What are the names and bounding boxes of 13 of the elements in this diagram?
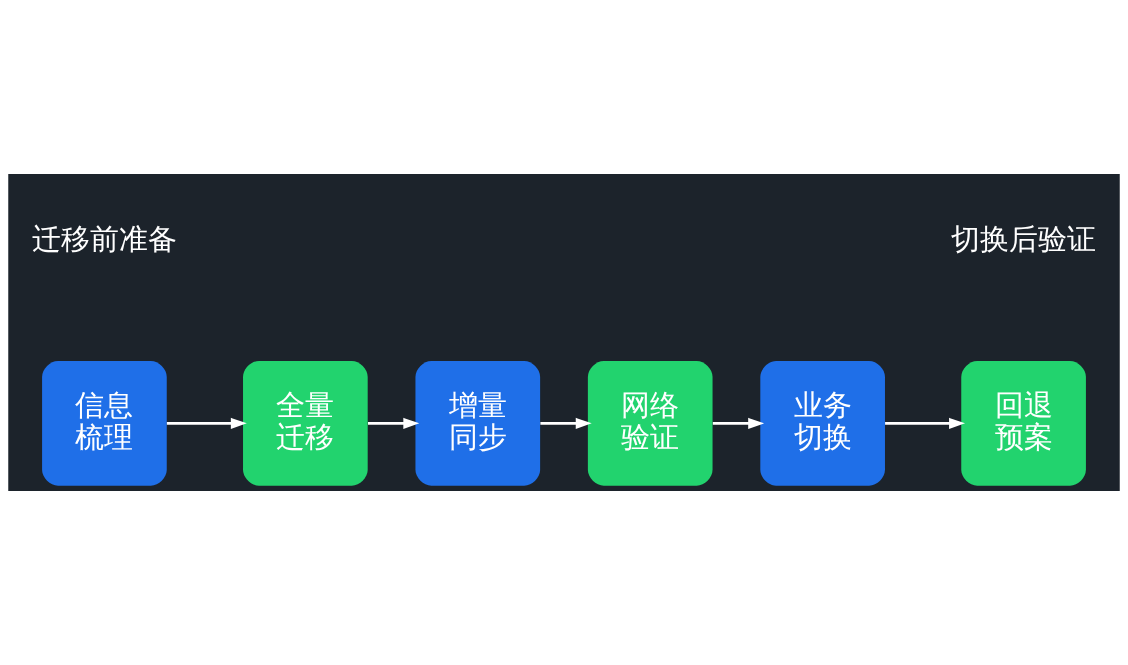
node-box: 网络验证 — [587, 361, 713, 486]
node-box: 业务切换 — [760, 361, 885, 486]
label: 切换后验证 — [951, 222, 1097, 257]
arrow — [885, 417, 965, 429]
label: 迁移前准备 — [31, 222, 177, 257]
node-box: 回退预案 — [961, 361, 1086, 486]
arrow — [368, 417, 420, 429]
arrow — [712, 417, 765, 429]
arrow — [166, 417, 247, 429]
node-box: 全量迁移 — [243, 361, 368, 486]
arrow — [540, 417, 592, 429]
node-box: 增量同步 — [415, 361, 541, 486]
node-box: 信息梳理 — [42, 361, 167, 486]
